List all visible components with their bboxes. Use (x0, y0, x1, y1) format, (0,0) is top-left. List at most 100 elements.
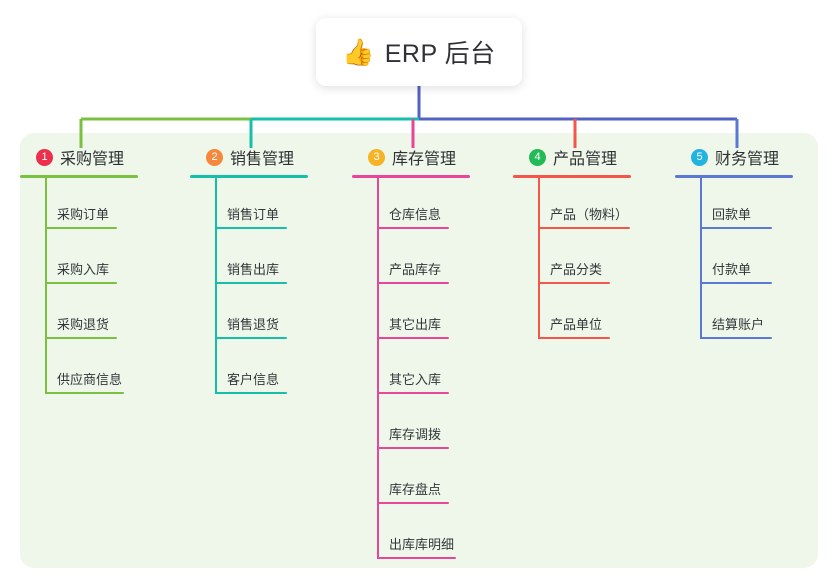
branch-item-underline (538, 227, 630, 229)
branch-header[interactable]: 5 财务管理 (675, 145, 839, 169)
branch-spine (377, 178, 379, 559)
branch-item[interactable]: 销售退货 (190, 288, 355, 343)
branch-items: 回款单付款单结算账户 (675, 178, 839, 343)
branch-item[interactable]: 产品分类 (513, 233, 678, 288)
branch-item[interactable]: 其它出库 (352, 288, 517, 343)
branch-header[interactable]: 2 销售管理 (190, 145, 355, 169)
branch-item-label: 供应商信息 (57, 372, 123, 387)
branch-item-label: 其它入库 (389, 372, 442, 387)
root-node[interactable]: 👍 ERP 后台 (316, 18, 522, 86)
branch-spine (700, 178, 702, 339)
branch-item[interactable]: 仓库信息 (352, 178, 517, 233)
branch-header[interactable]: 1 采购管理 (20, 145, 185, 169)
branch-spine (45, 178, 47, 394)
branch-spine (538, 178, 540, 339)
branch-item[interactable]: 采购入库 (20, 233, 185, 288)
branch-title: 销售管理 (230, 151, 295, 168)
branch-item-label: 出库库明细 (389, 537, 455, 552)
branch-item-underline (377, 337, 449, 339)
branch-item[interactable]: 结算账户 (675, 288, 839, 343)
branch-item-label: 产品（物料） (550, 207, 629, 222)
branch-item-underline (45, 282, 117, 284)
branch-item-label: 结算账户 (712, 317, 765, 332)
branch-item-underline (377, 557, 456, 559)
branch-item[interactable]: 客户信息 (190, 343, 355, 398)
branch-item-label: 库存盘点 (389, 482, 442, 497)
branch-underline (352, 175, 470, 178)
branch-item[interactable]: 供应商信息 (20, 343, 185, 398)
branch-item-underline (215, 337, 287, 339)
branch-items: 仓库信息产品库存其它出库其它入库库存调拨库存盘点出库库明细 (352, 178, 517, 563)
branch-item-label: 回款单 (712, 207, 752, 222)
branch-item[interactable]: 其它入库 (352, 343, 517, 398)
branch-item-underline (700, 227, 772, 229)
branch-item[interactable]: 销售出库 (190, 233, 355, 288)
root-title: ERP 后台 (384, 40, 496, 68)
branch-column-2: 2 销售管理销售订单销售出库销售退货客户信息 (190, 145, 355, 398)
branch-items: 产品（物料） 产品分类产品单位 (513, 178, 678, 343)
branch-item[interactable]: 产品库存 (352, 233, 517, 288)
branch-title: 财务管理 (715, 151, 780, 168)
branch-item-underline (45, 337, 117, 339)
branch-item-underline (215, 282, 287, 284)
branch-item[interactable]: 销售订单 (190, 178, 355, 233)
branch-items: 销售订单销售出库销售退货客户信息 (190, 178, 355, 398)
branch-underline (190, 175, 308, 178)
branch-item-label: 销售订单 (227, 207, 280, 222)
branch-title: 采购管理 (60, 151, 125, 168)
branch-item[interactable]: 产品单位 (513, 288, 678, 343)
branch-item-underline (377, 502, 449, 504)
branch-item[interactable]: 库存盘点 (352, 453, 517, 508)
branch-spine (215, 178, 217, 394)
branch-underline (675, 175, 793, 178)
branch-item[interactable]: 产品（物料） (513, 178, 678, 233)
branch-column-1: 1 采购管理采购订单采购入库采购退货供应商信息 (20, 145, 185, 398)
branch-number-badge: 4 (529, 148, 546, 166)
branch-item-label: 产品库存 (389, 262, 442, 277)
branch-item-underline (45, 227, 117, 229)
branch-item-underline (377, 227, 449, 229)
branch-underline (513, 175, 631, 178)
branch-underline (20, 175, 138, 178)
branch-item-underline (538, 337, 610, 339)
branch-number-badge: 5 (691, 148, 708, 166)
branch-number-badge: 3 (368, 148, 385, 166)
branches-panel (20, 133, 818, 568)
branch-item-label: 付款单 (712, 262, 752, 277)
branch-item-underline (215, 227, 287, 229)
branch-item-label: 其它出库 (389, 317, 442, 332)
branch-item-underline (45, 392, 124, 394)
branch-item-underline (377, 447, 449, 449)
branch-item[interactable]: 采购退货 (20, 288, 185, 343)
branch-item-label: 采购退货 (57, 317, 110, 332)
branch-item[interactable]: 回款单 (675, 178, 839, 233)
branch-item-underline (538, 282, 610, 284)
branch-item-label: 仓库信息 (389, 207, 442, 222)
branch-item-label: 销售出库 (227, 262, 280, 277)
branch-item-underline (215, 392, 287, 394)
branch-item-label: 采购订单 (57, 207, 110, 222)
branch-item-underline (377, 282, 449, 284)
branch-item[interactable]: 付款单 (675, 233, 839, 288)
branch-item-underline (700, 337, 772, 339)
branch-item[interactable]: 出库库明细 (352, 508, 517, 563)
branch-item-underline (700, 282, 772, 284)
branch-item[interactable]: 库存调拨 (352, 398, 517, 453)
branch-items: 采购订单采购入库采购退货供应商信息 (20, 178, 185, 398)
branch-item-label: 客户信息 (227, 372, 280, 387)
branch-item[interactable]: 采购订单 (20, 178, 185, 233)
branch-number-badge: 2 (206, 148, 223, 166)
thumbs-up-icon: 👍 (342, 37, 375, 67)
branch-item-label: 采购入库 (57, 262, 110, 277)
branch-item-label: 销售退货 (227, 317, 280, 332)
branch-column-5: 5 财务管理回款单付款单结算账户 (675, 145, 839, 343)
branch-number-badge: 1 (36, 148, 53, 166)
branch-item-label: 库存调拨 (389, 427, 442, 442)
branch-item-label: 产品分类 (550, 262, 603, 277)
branch-item-label: 产品单位 (550, 317, 603, 332)
